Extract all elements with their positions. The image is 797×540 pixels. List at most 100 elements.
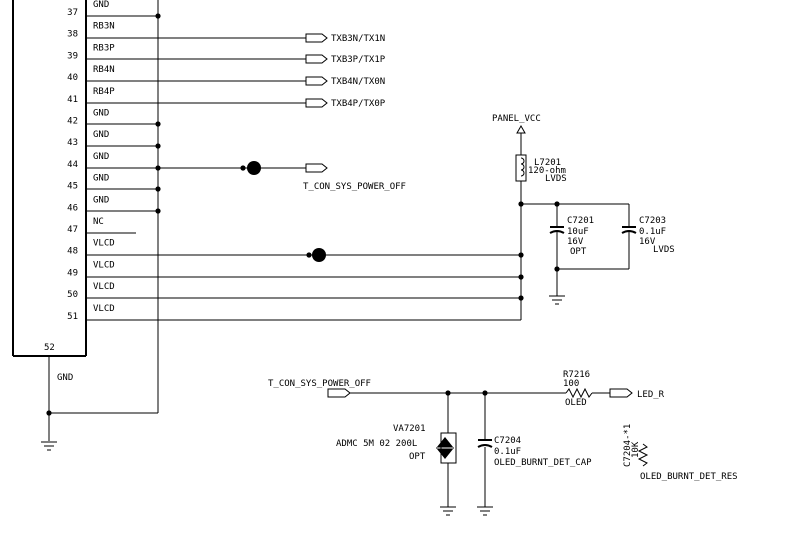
net-label-txb3n: TXB3N/TX1N <box>331 34 385 44</box>
connector-pin-row: 38 RB3N <box>67 22 115 40</box>
offpage-connector-led-r[interactable]: LED_R <box>609 388 665 400</box>
offpage-connector-tcon-power-off[interactable]: T_CON_SYS_POWER_OFF <box>303 163 406 192</box>
va7201-note: OPT <box>409 452 426 462</box>
pin-name: GND <box>93 130 109 140</box>
tcon-power-off-input[interactable]: T_CON_SYS_POWER_OFF <box>268 379 371 398</box>
net-label-tcon-power-off-2: T_CON_SYS_POWER_OFF <box>268 379 371 389</box>
offpage-connector-txb4n[interactable]: TXB4N/TX0N <box>305 76 385 87</box>
net-label-txb3p: TXB3P/TX1P <box>331 55 386 65</box>
pin-name: GND <box>93 152 109 162</box>
tcon-power-off-line <box>86 161 306 175</box>
va7201-ref: VA7201 <box>393 424 426 434</box>
connector-pin-row: 48 VLCD <box>67 239 115 257</box>
connector-pin-row: 45 GND <box>67 174 109 192</box>
connector-pin-row: 39 RB3P <box>67 43 115 61</box>
pin-number: 46 <box>67 203 78 213</box>
gnd-pin-wires <box>86 15 158 212</box>
capacitor-c7201[interactable]: C7201 10uF 16V OPT <box>549 216 594 257</box>
pin-name: RB4P <box>93 87 115 97</box>
pin-number: 48 <box>67 247 78 257</box>
pin-name: VLCD <box>93 239 115 249</box>
pin-number: 40 <box>67 73 78 83</box>
ground-symbol-caps <box>549 295 565 305</box>
pin-number: 39 <box>67 51 78 61</box>
panel-vcc-power-symbol: PANEL_VCC <box>492 114 541 155</box>
pin-number: 49 <box>67 268 78 278</box>
lvds-signal-lines <box>86 37 306 104</box>
c7204-1-ref: C7204-*1 <box>623 424 633 467</box>
c7204-ref: C7204 <box>494 436 521 446</box>
pin-name: RB3N <box>93 22 115 32</box>
pin-name: GND <box>93 195 109 205</box>
c7203-voltage: 16V <box>639 237 656 247</box>
capacitor-c7203[interactable]: C7203 0.1uF 16V LVDS <box>621 216 675 255</box>
tvs-diode-va7201[interactable]: VA7201 ADMC 5M 02 200L OPT <box>336 424 457 464</box>
offpage-connector-txb3p[interactable]: TXB3P/TX1P <box>305 54 386 65</box>
net-label-panel-vcc: PANEL_VCC <box>492 114 541 124</box>
pin-name: GND <box>93 0 109 10</box>
pin-number: 45 <box>67 182 78 192</box>
c7203-note: LVDS <box>653 245 675 255</box>
net-label-led-r: LED_R <box>637 390 665 400</box>
connector-pin-row: 42 GND <box>67 109 109 127</box>
connector-pin-52: 52 GND <box>44 343 73 413</box>
resistor-r7216[interactable]: R7216 100 OLED <box>563 370 593 408</box>
connector-pin-row: 43 GND <box>67 130 109 148</box>
net-label-txb4n: TXB4N/TX0N <box>331 77 385 87</box>
inductor-l7201[interactable]: L7201 120-ohm LVDS <box>515 154 567 204</box>
connector-pin-row: 49 VLCD <box>67 260 115 278</box>
offpage-connector-txb3n[interactable]: TXB3N/TX1N <box>305 33 385 44</box>
pin-name: GND <box>57 373 73 383</box>
pin-name: VLCD <box>93 282 115 292</box>
connector-pin-row: 50 VLCD <box>67 282 115 300</box>
c7201-note: OPT <box>570 247 587 257</box>
l7201-note: LVDS <box>545 174 567 184</box>
resistor-c7204-1[interactable]: C7204-*1 10K OLED_BURNT_DET_RES <box>623 424 738 482</box>
connector-pin-row: 40 RB4N <box>67 65 115 83</box>
net-label-tcon-power-off: T_CON_SYS_POWER_OFF <box>303 182 406 192</box>
pin-name: GND <box>93 174 109 184</box>
connector-pin-row: 47 NC <box>67 217 104 235</box>
capacitor-c7204[interactable]: C7204 0.1uF OLED_BURNT_DET_CAP <box>477 436 592 468</box>
pin-number: 42 <box>67 117 78 127</box>
vlcd-lines <box>86 248 524 321</box>
pin-number: 52 <box>44 343 55 353</box>
cap-network-wires <box>518 201 630 296</box>
pin-number: 38 <box>67 30 78 40</box>
c7204-value: 0.1uF <box>494 447 521 457</box>
r7216-value: 100 <box>563 379 579 389</box>
c7201-ref: C7201 <box>567 216 594 226</box>
pin-name: RB3P <box>93 43 115 53</box>
pin-number: 50 <box>67 290 78 300</box>
l7201-value: 120-ohm <box>528 166 566 176</box>
pin-name: VLCD <box>93 260 115 270</box>
pin-number: 47 <box>67 225 78 235</box>
pin-number: 43 <box>67 138 78 148</box>
pin-name: RB4N <box>93 65 115 75</box>
ground-symbol-c7204 <box>477 506 493 516</box>
offpage-connector-txb4p[interactable]: TXB4P/TX0P <box>305 98 386 109</box>
ground-symbol-left <box>41 413 57 451</box>
connector-pin-list: 37GND38RB3N39RB3P40RB4N41RB4P42GND43GND4… <box>67 0 115 322</box>
va7201-part: ADMC 5M 02 200L <box>336 439 417 449</box>
c7201-voltage: 16V <box>567 237 584 247</box>
ground-symbol-va7201 <box>440 506 456 516</box>
bottom-net-wires <box>350 390 610 507</box>
c7203-ref: C7203 <box>639 216 666 226</box>
pin-name: GND <box>93 109 109 119</box>
pin-name: NC <box>93 217 104 227</box>
c7203-value: 0.1uF <box>639 227 666 237</box>
c7204-1-value: 10K <box>631 441 641 458</box>
r7216-ref: R7216 <box>563 370 590 380</box>
c7201-value: 10uF <box>567 227 589 237</box>
pin-number: 37 <box>67 8 78 18</box>
l7201-ref: L7201 <box>534 158 561 168</box>
connector-pin-row: 37 GND <box>67 0 109 18</box>
pin-name: VLCD <box>93 304 115 314</box>
pin-number: 41 <box>67 95 78 105</box>
c7204-note: OLED_BURNT_DET_CAP <box>494 458 592 468</box>
net-label-txb4p: TXB4P/TX0P <box>331 99 386 109</box>
